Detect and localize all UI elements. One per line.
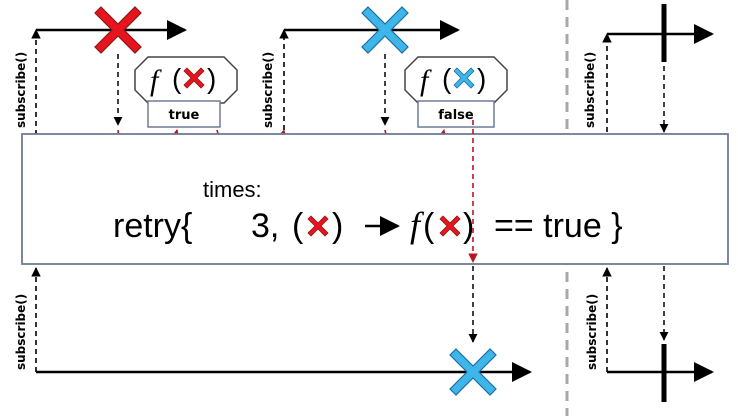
attempt-2-source: subscribe() — [261, 6, 460, 130]
paren-open-fn: ( — [423, 207, 435, 245]
subscribe-label-2: subscribe() — [261, 52, 275, 128]
predicate-bubble-2: f ( ) false — [404, 56, 508, 128]
paren-close-op: ) — [332, 207, 343, 245]
subscribe-label-3: subscribe() — [583, 52, 597, 128]
operator-box — [21, 133, 729, 265]
subscribe-label-out: subscribe() — [14, 294, 28, 370]
operator-prefix: retry{ — [113, 207, 192, 245]
attempt-1-source: subscribe() — [14, 6, 187, 135]
operator-expression: retry{ times: 3, ( ) f ( ) == true } — [113, 177, 623, 245]
subscribe-label-1: subscribe() — [14, 52, 28, 128]
paren-open-2: ( — [442, 63, 452, 94]
subscribe-label-4: subscribe() — [585, 294, 599, 370]
predicate-result-false: false — [438, 108, 474, 123]
times-value: 3, — [251, 207, 279, 245]
paren-close-2: ) — [477, 63, 486, 94]
paren-open-1: ( — [172, 63, 182, 94]
times-label: times: — [203, 177, 262, 202]
equals-clause: == true } — [494, 207, 623, 245]
output-stream: subscribe() — [14, 266, 532, 396]
paren-close-1: ) — [207, 63, 216, 94]
complete-source-top: subscribe() — [583, 4, 714, 133]
paren-open-op: ( — [292, 207, 304, 245]
complete-output-bottom: subscribe() — [585, 266, 714, 402]
predicate-bubble-1: f ( ) true — [134, 56, 238, 128]
predicate-result-true: true — [169, 108, 200, 123]
paren-close-fn: ) — [463, 207, 474, 245]
